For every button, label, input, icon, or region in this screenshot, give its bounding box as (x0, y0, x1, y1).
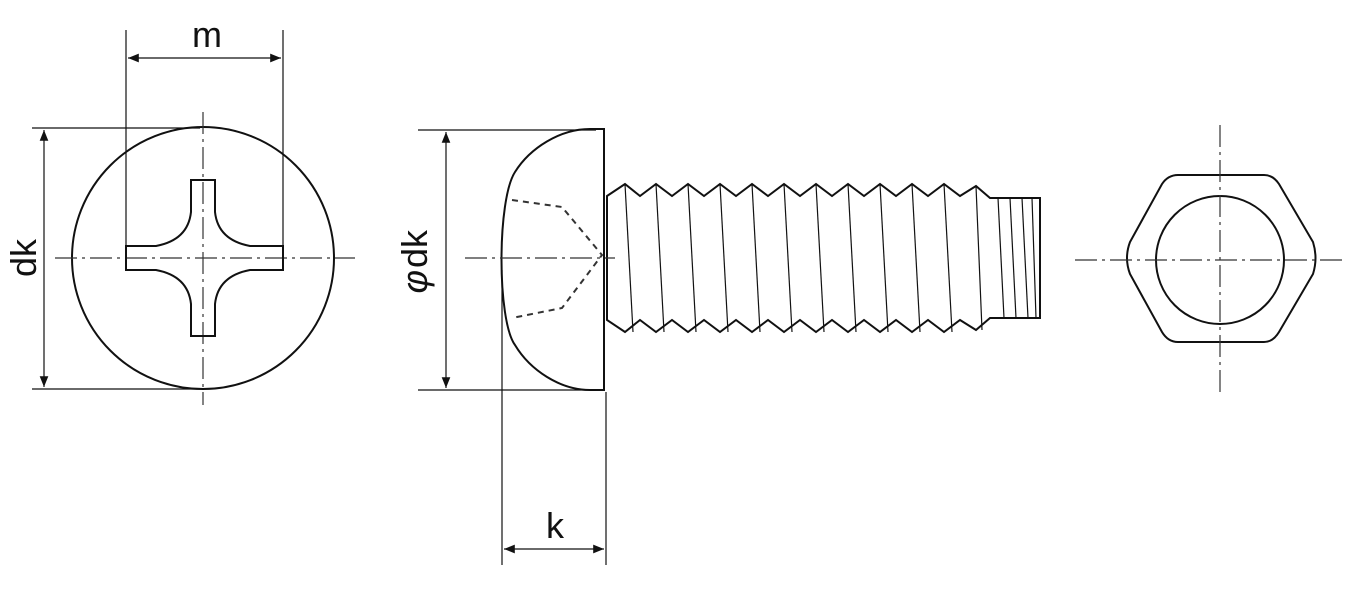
thread-body (606, 182, 1041, 334)
dk-front-label: dk (3, 238, 44, 277)
phillips-cross-recess (125, 179, 284, 337)
head-front-view: m dk (3, 14, 355, 405)
screw-side-view: φ dk k (394, 128, 1041, 565)
m-label: m (192, 14, 222, 55)
dk-side-label: dk (394, 229, 435, 268)
phi-symbol: φ (394, 270, 435, 293)
hex-outline (1126, 174, 1317, 343)
phidk-label-group: φ dk (394, 229, 435, 294)
thread-flanks (624, 183, 1037, 333)
k-label: k (546, 505, 565, 546)
pan-head-dome (500, 128, 605, 391)
thread-end-view (1075, 125, 1345, 395)
hidden-recess-outline (511, 199, 604, 319)
